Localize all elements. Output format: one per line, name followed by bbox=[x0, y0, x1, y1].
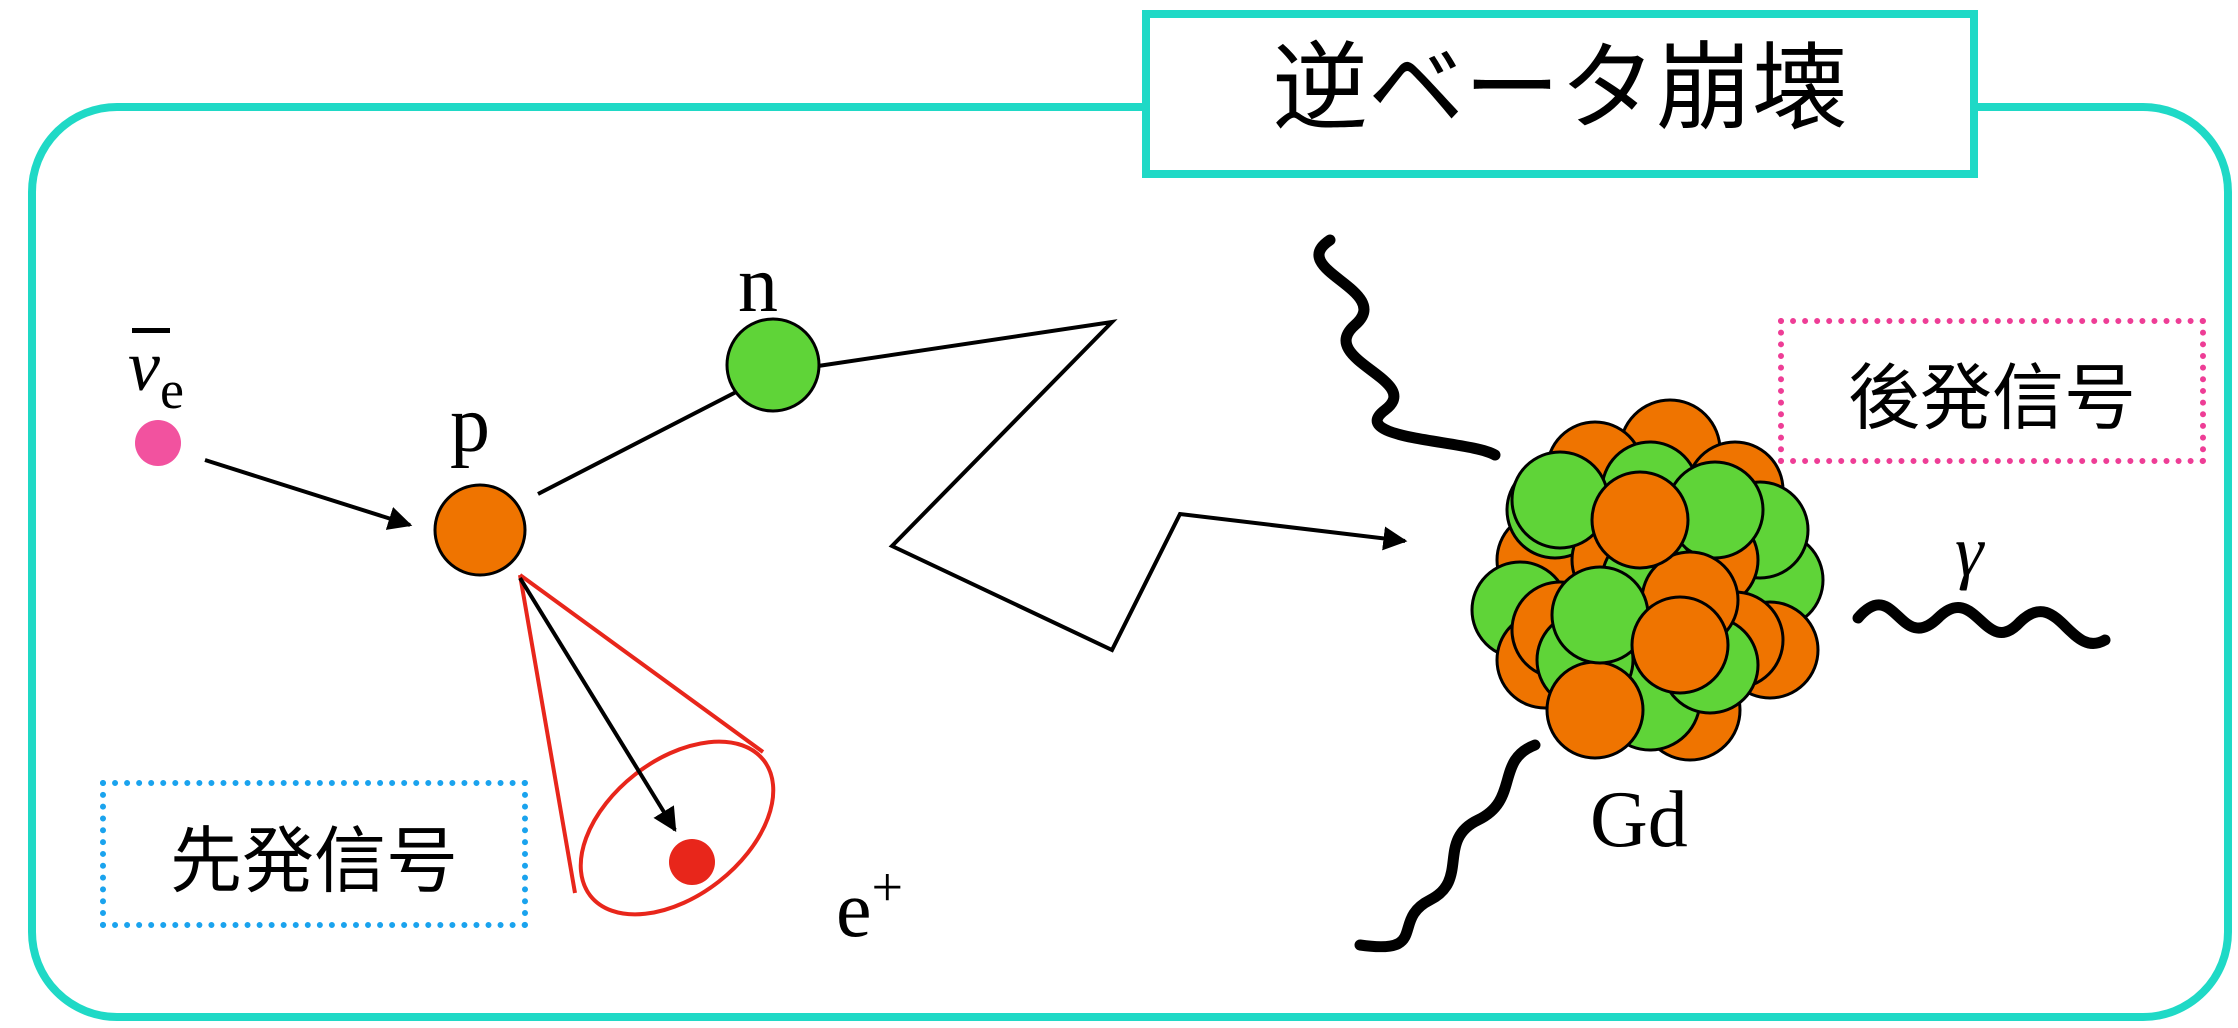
neutron-ball bbox=[725, 317, 821, 413]
gamma-wave-upper bbox=[1313, 234, 1501, 461]
positron-arrow bbox=[518, 576, 677, 833]
positron-cone bbox=[518, 573, 776, 917]
positron-symbol: e bbox=[836, 866, 872, 954]
title-box bbox=[1142, 10, 1978, 178]
antineutrino-symbol: ν bbox=[128, 326, 160, 406]
gamma-label: γ bbox=[1955, 511, 1984, 591]
antineutrino-bar bbox=[132, 328, 170, 333]
diagram-title: 逆ベータ崩壊 bbox=[1272, 32, 1848, 144]
antineutrino-arrow bbox=[204, 458, 413, 530]
outer-frame bbox=[28, 103, 2232, 1021]
gd-nucleus bbox=[1470, 398, 1825, 762]
positron-label: e+ bbox=[836, 860, 903, 950]
prompt-signal-label: 先発信号 bbox=[169, 818, 458, 903]
positron-dot bbox=[669, 839, 715, 885]
proton-label: p bbox=[450, 381, 490, 469]
prompt-signal-box: 先発信号 bbox=[100, 780, 528, 928]
gd-label: Gd bbox=[1590, 776, 1688, 864]
delayed-signal-label: 後発信号 bbox=[1847, 355, 2136, 440]
positron-superscript: + bbox=[871, 857, 904, 919]
gamma-wave-lower bbox=[1354, 739, 1541, 953]
neutron-label: n bbox=[738, 241, 778, 329]
neutron-path bbox=[817, 319, 1408, 653]
proton-neutron-line bbox=[537, 388, 741, 496]
gamma-wave-right bbox=[1852, 599, 2111, 649]
antineutrino-label: νe bbox=[128, 328, 184, 417]
antineutrino-dot bbox=[135, 420, 181, 466]
proton-ball bbox=[433, 483, 527, 577]
delayed-signal-box: 後発信号 bbox=[1778, 318, 2206, 464]
antineutrino-subscript: e bbox=[159, 360, 184, 420]
